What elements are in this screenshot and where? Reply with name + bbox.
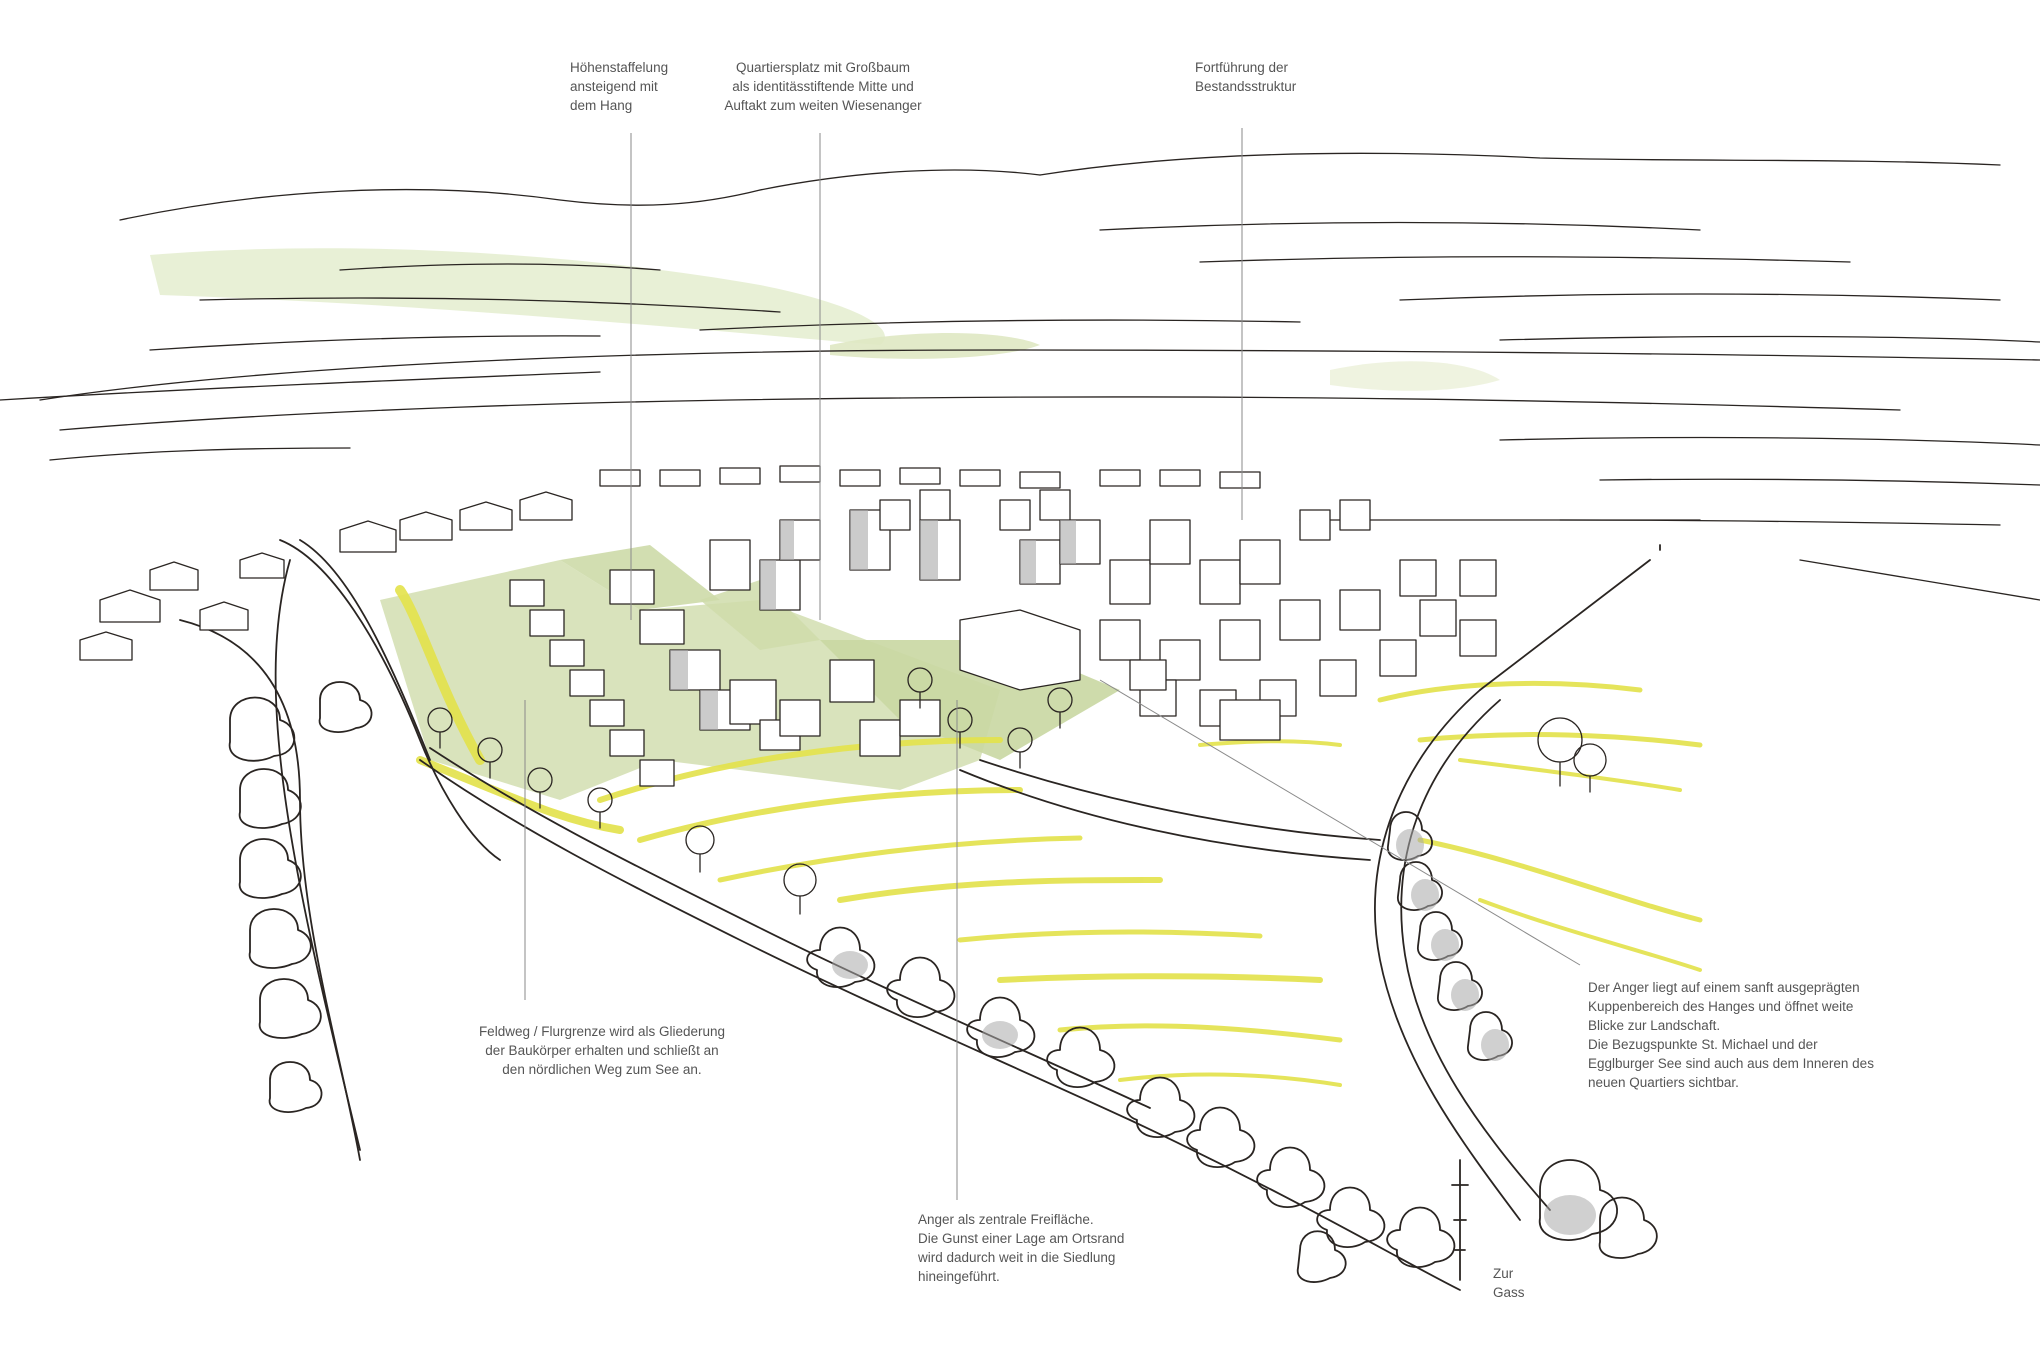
annotation-line: Zur bbox=[1493, 1266, 1514, 1281]
annotation-line: Gass bbox=[1493, 1285, 1525, 1300]
annotation-feldweg: Feldweg / Flurgrenze wird als Gliederung… bbox=[472, 1022, 732, 1079]
green-wash-hills bbox=[150, 248, 1500, 391]
tree-row-lower bbox=[806, 926, 1456, 1283]
annotation-anger-kuppe: Der Anger liegt auf einem sanft ausgeprä… bbox=[1588, 978, 1874, 1092]
annotation-line: Kuppenbereich des Hanges und öffnet weit… bbox=[1588, 999, 1854, 1014]
annotation-line: Höhenstaffelung bbox=[570, 60, 669, 75]
tree-row-right bbox=[1387, 811, 1658, 1259]
annotation-line: hineingeführt. bbox=[918, 1269, 1000, 1284]
annotation-hoehenstaffelung: Höhenstaffelung ansteigend mit dem Hang bbox=[570, 58, 668, 115]
church-tower bbox=[1451, 1159, 1469, 1281]
annotation-quartiersplatz: Quartiersplatz mit Großbaum als identitä… bbox=[718, 58, 928, 115]
annotation-line: neuen Quartiers sichtbar. bbox=[1588, 1075, 1739, 1090]
tree-row-right-shade bbox=[832, 829, 1596, 1235]
annotation-line: Feldweg / Flurgrenze wird als Gliederung bbox=[478, 1024, 726, 1039]
annotation-anger-freiflaeche: Anger als zentrale Freifläche. Die Gunst… bbox=[918, 1210, 1124, 1286]
annotation-line: wird dadurch weit in die Siedlung bbox=[918, 1250, 1116, 1265]
annotation-line: Die Bezugspunkte St. Michael und der bbox=[1588, 1037, 1818, 1052]
distant-landscape bbox=[0, 152, 2040, 601]
forest-edge-left bbox=[228, 681, 373, 1113]
annotation-line: Der Anger liegt auf einem sanft ausgeprä… bbox=[1588, 980, 1860, 995]
annotation-line: dem Hang bbox=[570, 98, 633, 113]
annotation-line: Egglburger See sind auch aus dem Inneren… bbox=[1588, 1056, 1874, 1071]
annotation-line: den nördlichen Weg zum See an. bbox=[502, 1062, 702, 1077]
annotation-line: Quartiersplatz mit Großbaum bbox=[735, 60, 911, 75]
annotation-line: Bestandsstruktur bbox=[1195, 79, 1297, 94]
annotation-line: der Baukörper erhalten und schließt an bbox=[485, 1043, 719, 1058]
meadow-trees bbox=[427, 667, 1607, 915]
annotation-fortfuehrung: Fortführung der Bestandsstruktur bbox=[1195, 58, 1296, 96]
roads bbox=[179, 539, 1661, 1291]
annotation-zur-gass: Zur Gass bbox=[1493, 1264, 1525, 1302]
annotation-line: Auftakt zum weiten Wiesenanger bbox=[724, 98, 922, 113]
annotation-line: als identitässtiftende Mitte und bbox=[732, 79, 914, 94]
leader-lines bbox=[524, 128, 1581, 1200]
annotation-line: Blicke zur Landschaft. bbox=[1588, 1018, 1721, 1033]
annotation-line: ansteigend mit bbox=[570, 79, 658, 94]
annotation-line: Anger als zentrale Freifläche. bbox=[918, 1212, 1094, 1227]
annotation-line: Fortführung der bbox=[1195, 60, 1289, 75]
grey-shading bbox=[670, 510, 1076, 730]
annotation-line: Die Gunst einer Lage am Ortsrand bbox=[918, 1231, 1125, 1246]
